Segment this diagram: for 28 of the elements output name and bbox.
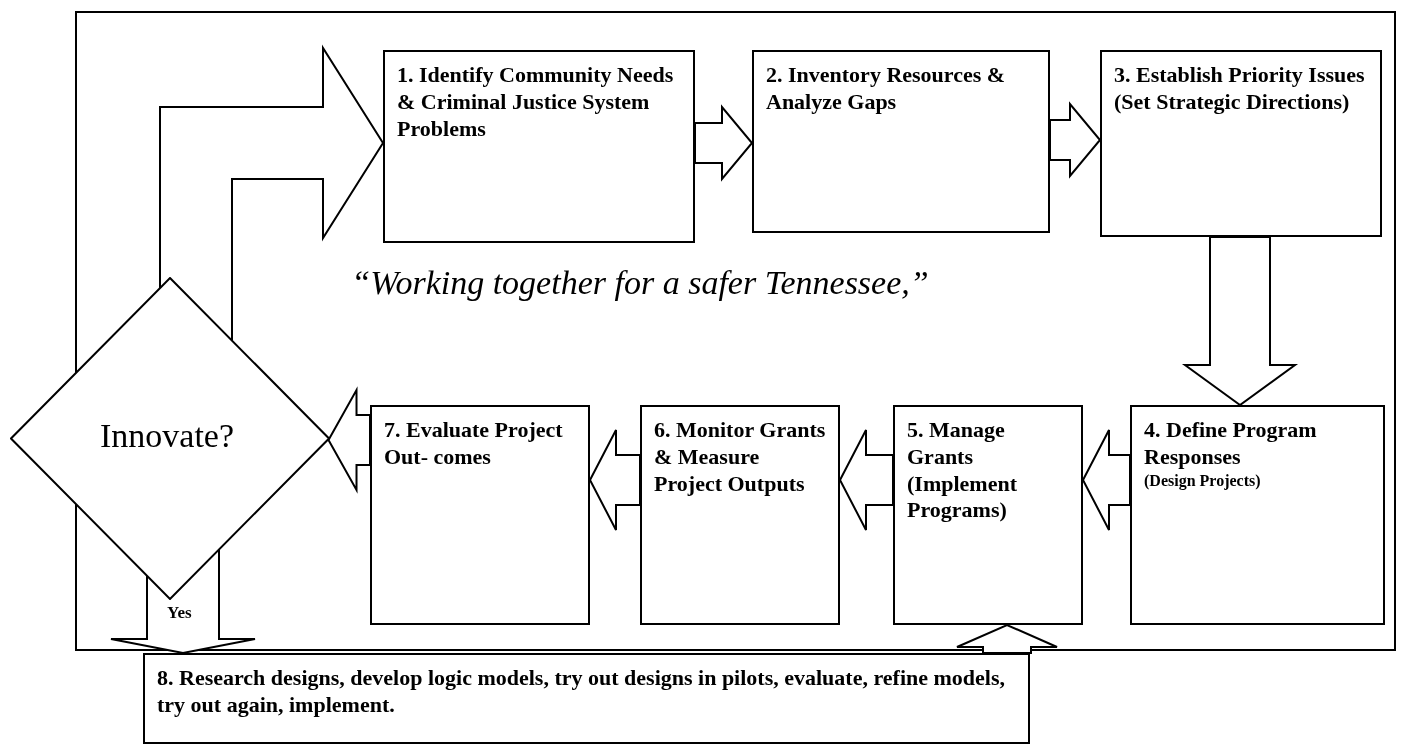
block-arrow — [1081, 429, 1131, 531]
step-text: 6. Monitor Grants & Measure Project Outputs — [654, 417, 826, 498]
step-text: 4. Define Program Responses — [1144, 417, 1318, 471]
step-text: 1. Identify Community Needs & Criminal Justice System Problems — [397, 62, 675, 143]
step-text: 3. Establish Priority Issues (Set Strategic Directions) — [1114, 62, 1366, 116]
process-box — [143, 653, 1030, 744]
process-box — [383, 50, 695, 243]
step-subtext: (Design Projects) — [1144, 470, 1262, 491]
process-box — [1100, 50, 1382, 237]
block-arrow — [694, 104, 754, 182]
block-arrow — [838, 429, 894, 531]
block-arrow — [588, 429, 641, 531]
step-text: 7. Evaluate Project Out- comes — [384, 417, 564, 471]
block-arrow — [956, 623, 1058, 654]
block-arrow — [1181, 236, 1299, 407]
step-text: 8. Research designs, develop logic models, try out designs in pilots, evaluate, refine models, try out again, implement. — [157, 665, 1006, 719]
process-box — [640, 405, 840, 625]
process-box — [1130, 405, 1385, 625]
block-arrow — [327, 386, 371, 494]
step-text: 5. Manage Grants (Implement Programs) — [907, 417, 1018, 525]
process-box — [752, 50, 1050, 233]
step-text: 2. Inventory Resources & Analyze Gaps — [766, 62, 1007, 116]
block-arrow — [1049, 101, 1102, 179]
process-box — [893, 405, 1083, 625]
motto-text: “Working together for a safer Tennessee,” — [350, 264, 930, 302]
block-arrow — [159, 44, 385, 341]
decision-text: Innovate? — [100, 416, 235, 455]
process-box — [370, 405, 590, 625]
